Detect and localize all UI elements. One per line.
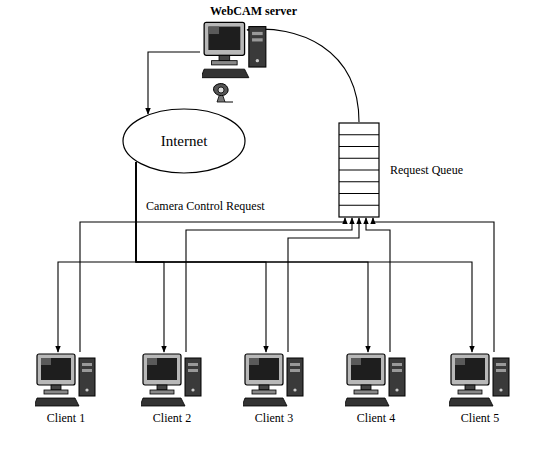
connector [366,218,390,352]
client-label: Client 4 [357,411,395,425]
request-queue: Request Queue [338,122,463,218]
cloud-label: Internet [147,132,222,150]
client-computer: Client 2 [141,352,203,425]
connector [136,162,266,352]
client-computer-icon [141,352,203,408]
webcam-icon [208,82,234,104]
client-label: Client 5 [461,411,499,425]
client-computer-icon [345,352,407,408]
connector [136,162,368,352]
internet-ellipse: Internet [122,108,246,174]
connector [288,218,359,352]
client-label: Client 2 [153,411,191,425]
queue-stack [338,122,380,218]
connector [136,162,164,352]
server-label: WebCAM server [210,4,297,18]
queue-label: Request Queue [390,163,463,177]
client-computer: Client 1 [35,352,97,425]
client-computer-icon [449,352,511,408]
client-computer-icon [243,352,305,408]
connector [136,162,472,352]
client-computer-icon [35,352,97,408]
connector [58,162,136,352]
server-computer-icon [202,20,268,80]
flow-label: Camera Control Request [146,199,265,213]
client-label: Client 1 [47,411,85,425]
client-computer: Client 5 [449,352,511,425]
connector [148,52,200,114]
client-computer: Client 3 [243,352,305,425]
webcam-server: WebCAM server [196,4,297,106]
connector [373,218,494,352]
client-label: Client 3 [255,411,293,425]
client-computer: Client 4 [345,352,407,425]
